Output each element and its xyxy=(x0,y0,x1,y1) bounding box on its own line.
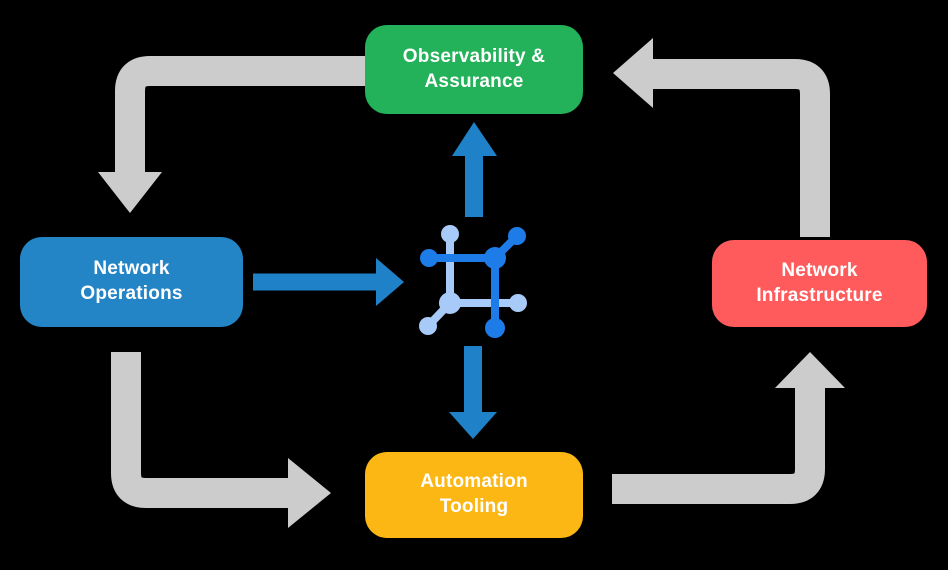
arrow-center-to-observability xyxy=(452,122,497,217)
arrow-head-down xyxy=(98,172,162,213)
icon-node xyxy=(441,225,459,243)
node-label-line: Automation xyxy=(420,471,528,493)
arrow-shaft xyxy=(652,59,830,237)
arrow-head-right xyxy=(288,458,331,528)
arrow-operations-to-center xyxy=(253,258,404,306)
node-label-line: Network xyxy=(93,258,170,280)
node-label-line: Infrastructure xyxy=(756,284,883,306)
icon-node xyxy=(419,317,437,335)
arrow-observability-to-operations xyxy=(98,56,366,213)
network-mesh-icon-primary xyxy=(420,227,526,338)
node-network-operations: Network Operations xyxy=(20,237,243,327)
node-automation-tooling: Automation Tooling xyxy=(365,452,583,538)
arrow-infrastructure-to-observability xyxy=(613,38,830,237)
arrow-shaft xyxy=(115,56,366,174)
icon-junction xyxy=(484,247,506,269)
arrow-head-right xyxy=(376,258,404,306)
node-label-line: Tooling xyxy=(439,496,509,517)
icon-junction xyxy=(439,292,461,314)
arrow-shaft xyxy=(111,352,289,508)
arrow-head-up xyxy=(452,122,497,156)
arrow-head-left xyxy=(613,38,653,108)
icon-node xyxy=(508,227,526,245)
arrow-automation-to-infrastructure xyxy=(612,352,845,504)
arrow-head-down xyxy=(449,412,497,439)
node-label-line: Network xyxy=(781,259,858,281)
network-mesh-icon xyxy=(419,225,527,338)
icon-node xyxy=(509,294,527,312)
node-label-line: Operations xyxy=(80,283,183,304)
icon-node xyxy=(485,318,505,338)
node-observability-assurance: Observability & Assurance xyxy=(365,25,583,114)
node-network-infrastructure: Network Infrastructure xyxy=(712,240,927,327)
arrow-shaft xyxy=(612,386,825,504)
node-label-line: Observability & xyxy=(402,45,546,67)
arrow-head-up xyxy=(775,352,845,388)
icon-node xyxy=(420,249,438,267)
arrow-operations-to-automation xyxy=(111,352,331,528)
node-label-line: Assurance xyxy=(424,70,524,92)
arrow-center-to-automation xyxy=(449,346,497,439)
